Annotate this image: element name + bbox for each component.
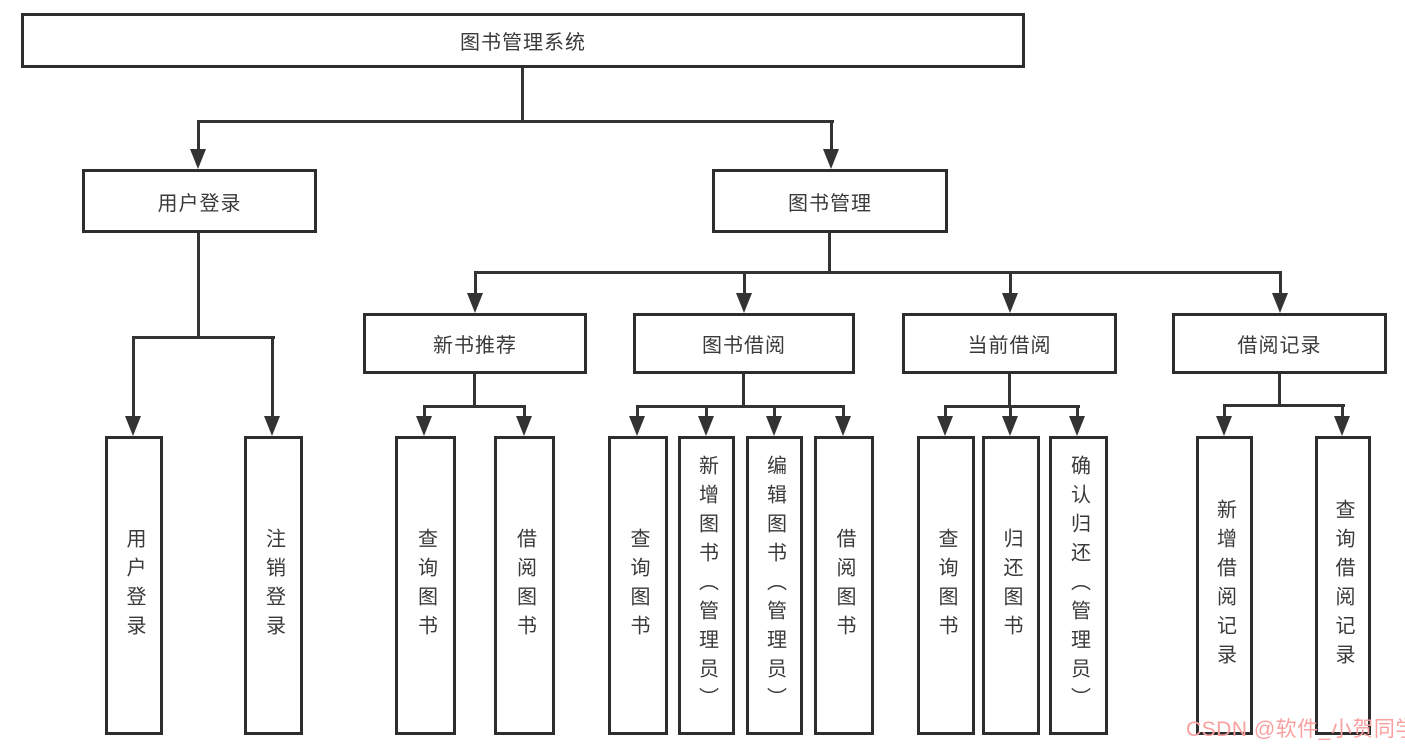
node-label: 查询图书	[935, 527, 957, 644]
arrow-down-icon	[823, 149, 839, 169]
node-label: 图书借阅	[702, 335, 786, 357]
leaf-query-borrow-record: 查询借阅记录	[1315, 436, 1371, 735]
connector-drop-book-mgmt	[830, 120, 833, 152]
connector-drop-leaf	[271, 336, 274, 420]
leaf-confirm-return-admin: 确认归还（管理员）	[1049, 436, 1108, 735]
leaf-add-borrow-record: 新增借阅记录	[1196, 436, 1253, 735]
node-current-borrowing: 当前借阅	[902, 313, 1117, 374]
node-label: 借阅记录	[1237, 335, 1322, 357]
node-label: 编辑图书（管理员）	[763, 455, 786, 716]
arrow-down-icon	[1334, 416, 1350, 436]
connector-drop-new-books	[474, 271, 477, 296]
node-label: 归还图书	[1000, 527, 1022, 644]
watermark: CSDN @软件_小贺同学	[1186, 718, 1405, 741]
arrow-down-icon	[937, 416, 953, 436]
arrow-down-icon	[516, 416, 532, 436]
node-label: 图书管理系统	[460, 32, 586, 54]
arrow-down-icon	[264, 416, 280, 436]
arrow-down-icon	[190, 149, 206, 169]
arrow-down-icon	[416, 416, 432, 436]
connector-drop-leaf	[523, 405, 526, 419]
connector-book-mgmt-stem	[828, 233, 831, 274]
connector-drop-leaf	[944, 405, 947, 419]
node-label: 用户登录	[123, 527, 145, 644]
connector-book-mgmt-bar	[474, 271, 1282, 274]
node-label: 查询图书	[414, 527, 437, 644]
node-book-management: 图书管理	[712, 169, 948, 233]
connector-drop-leaf	[1076, 405, 1079, 419]
node-label: 借阅图书	[513, 527, 536, 644]
connector-drop-leaf	[132, 336, 135, 420]
connector-current-borrow-stem	[1008, 374, 1011, 408]
node-label: 查询借阅记录	[1332, 498, 1354, 673]
node-user-login: 用户登录	[82, 169, 317, 233]
leaf-borrow-books: 借阅图书	[814, 436, 874, 735]
arrow-down-icon	[736, 293, 752, 313]
arrow-down-icon	[1216, 416, 1232, 436]
arrow-down-icon	[835, 416, 851, 436]
connector-new-books-bar	[423, 405, 526, 408]
connector-user-login-stem	[197, 233, 200, 339]
connector-root-bar	[197, 120, 834, 123]
connector-root-stem	[521, 68, 524, 120]
connector-drop-user-login	[197, 120, 200, 152]
connector-book-borrow-stem	[742, 374, 745, 408]
node-new-book-recommend: 新书推荐	[363, 313, 587, 374]
node-label: 查询图书	[627, 527, 649, 644]
arrow-down-icon	[1002, 416, 1018, 436]
connector-current-borrow-bar	[944, 405, 1080, 408]
node-borrowing-records: 借阅记录	[1172, 313, 1387, 374]
node-label: 用户登录	[157, 192, 242, 215]
arrow-down-icon	[1272, 293, 1288, 313]
connector-drop-leaf	[705, 405, 708, 419]
node-book-borrowing: 图书借阅	[633, 313, 855, 374]
leaf-borrow-books-recommend: 借阅图书	[494, 436, 555, 735]
leaf-add-books-admin: 新增图书（管理员）	[678, 436, 735, 735]
connector-drop-leaf	[1009, 405, 1012, 419]
node-label: 图书管理	[788, 192, 872, 215]
node-label: 借阅图书	[833, 527, 855, 644]
arrow-down-icon	[1069, 416, 1085, 436]
arrow-down-icon	[125, 416, 141, 436]
arrow-down-icon	[1002, 293, 1018, 313]
node-label: 新书推荐	[433, 335, 517, 357]
leaf-logout: 注销登录	[244, 436, 303, 735]
node-label: 新增借阅记录	[1213, 498, 1236, 673]
connector-drop-leaf	[423, 405, 426, 419]
node-library-management-system: 图书管理系统	[21, 13, 1025, 68]
leaf-query-books-borrowing: 查询图书	[608, 436, 668, 735]
connector-drop-leaf	[636, 405, 639, 419]
connector-drop-book-borrow	[743, 271, 746, 296]
connector-borrow-records-stem	[1278, 374, 1281, 407]
leaf-query-books-current: 查询图书	[917, 436, 975, 735]
connector-user-login-bar	[132, 336, 275, 339]
connector-book-borrow-bar	[636, 405, 845, 408]
node-label: 当前借阅	[967, 335, 1052, 357]
connector-drop-leaf	[1223, 404, 1226, 419]
arrow-down-icon	[766, 416, 782, 436]
node-label: 新增图书（管理员）	[695, 455, 718, 716]
connector-new-books-stem	[473, 374, 476, 408]
node-label: 注销登录	[262, 527, 285, 644]
connector-borrow-records-bar	[1223, 404, 1345, 407]
node-label: 确认归还（管理员）	[1067, 455, 1090, 716]
connector-drop-current-borrow	[1009, 271, 1012, 296]
connector-drop-borrow-records	[1279, 271, 1282, 296]
leaf-edit-books-admin: 编辑图书（管理员）	[746, 436, 803, 735]
arrow-down-icon	[467, 293, 483, 313]
arrow-down-icon	[629, 416, 645, 436]
leaf-user-login: 用户登录	[105, 436, 163, 735]
leaf-query-books-recommend: 查询图书	[395, 436, 456, 735]
arrow-down-icon	[698, 416, 714, 436]
connector-drop-leaf	[1341, 404, 1344, 419]
connector-drop-leaf	[842, 405, 845, 419]
leaf-return-books: 归还图书	[982, 436, 1040, 735]
connector-drop-leaf	[773, 405, 776, 419]
